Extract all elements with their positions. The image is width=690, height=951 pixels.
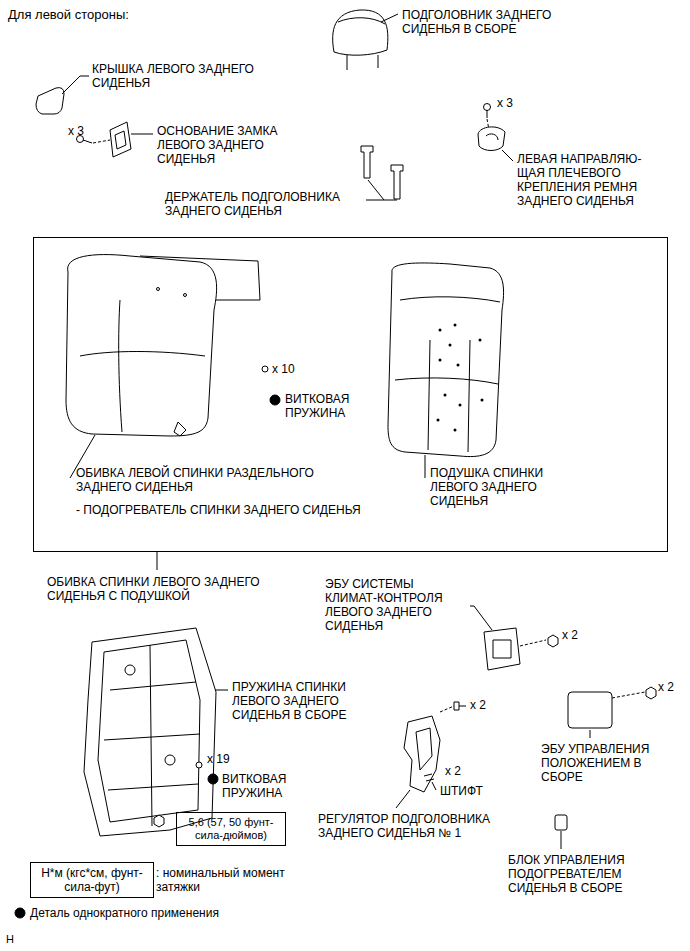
- part-name: ВИТКОВАЯ ПРУЖИНА: [285, 392, 375, 420]
- part-name: ЭБУ СИСТЕМЫ КЛИМАТ-КОНТРОЛЯ ЛЕВОГО ЗАДНЕ…: [325, 577, 465, 633]
- assembly-name: ОБИВКА СПИНКИ ЛЕВОГО ЗАДНЕГО СИДЕНЬЯ С П…: [47, 575, 309, 603]
- quantity-callout: x 2: [658, 680, 674, 694]
- part-name: ЭБУ УПРАВЛЕНИЯ ПОЛОЖЕНИЕМ В СБОРЕ: [541, 742, 673, 784]
- quantity-callout: x 3: [68, 124, 84, 138]
- part-name: ВИТКОВАЯ ПРУЖИНА: [222, 772, 312, 800]
- part-name: БЛОК УПРАВЛЕНИЯ ПОДОГРЕВАТЕЛЕМ СИДЕНЬЯ В…: [508, 853, 680, 895]
- quantity-callout: x 2: [562, 628, 578, 642]
- box-text: Н*м (кгс*см, фунт-сила-фут): [34, 866, 150, 894]
- quantity-callout: x 19: [207, 752, 230, 766]
- figure-code: H: [6, 932, 14, 946]
- part-name: ЛЕВАЯ НАПРАВЛЯЮ- ЩАЯ ПЛЕЧЕВОГО КРЕПЛЕНИЯ…: [517, 152, 665, 208]
- part-name: ПРУЖИНА СПИНКИ ЛЕВОГО ЗАДНЕГО СИДЕНЬЯ В …: [232, 680, 372, 722]
- legend-text: : номинальный момент затяжки: [156, 866, 288, 894]
- torque-box: 5,6 (57, 50 фунт- сила-дюймов): [176, 812, 286, 846]
- quantity-callout: x 2: [445, 764, 461, 778]
- part-name: ПОДГОЛОВНИК ЗАДНЕГО СИДЕНЬЯ В СБОРЕ: [402, 8, 602, 36]
- side-heading: Для левой стороны:: [8, 8, 129, 22]
- part-name: РЕГУЛЯТОР ПОДГОЛОВНИКА ЗАДНЕГО СИДЕНЬЯ №…: [318, 812, 518, 840]
- part-name: КРЫШКА ЛЕВОГО ЗАДНЕГО СИДЕНЬЯ: [92, 62, 277, 90]
- part-name: ШТИФТ: [440, 784, 483, 798]
- part-name: ОБИВКА ЛЕВОЙ СПИНКИ РАЗДЕЛЬНОГО ЗАДНЕГО …: [76, 466, 366, 494]
- box-text: 5,6 (57, 50 фунт- сила-дюймов): [180, 816, 282, 842]
- part-name: ПОДУШКА СПИНКИ ЛЕВОГО ЗАДНЕГО СИДЕНЬЯ: [430, 466, 562, 508]
- legend-sample-box: Н*м (кгс*см, фунт-сила-фут): [30, 862, 154, 898]
- quantity-callout: x 10: [272, 362, 295, 376]
- part-name: ОСНОВАНИЕ ЗАМКА ЛЕВОГО ЗАДНЕГО СИДЕНЬЯ: [157, 124, 287, 166]
- legend-text: Деталь однократного применения: [30, 906, 260, 920]
- part-name: ДЕРЖАТЕЛЬ ПОДГОЛОВНИКА ЗАДНЕГО СИДЕНЬЯ: [165, 190, 357, 218]
- quantity-callout: x 2: [470, 698, 486, 712]
- part-note: - ПОДОГРЕВАТЕЛЬ СПИНКИ ЗАДНЕГО СИДЕНЬЯ: [76, 503, 416, 517]
- quantity-callout: x 3: [497, 96, 513, 110]
